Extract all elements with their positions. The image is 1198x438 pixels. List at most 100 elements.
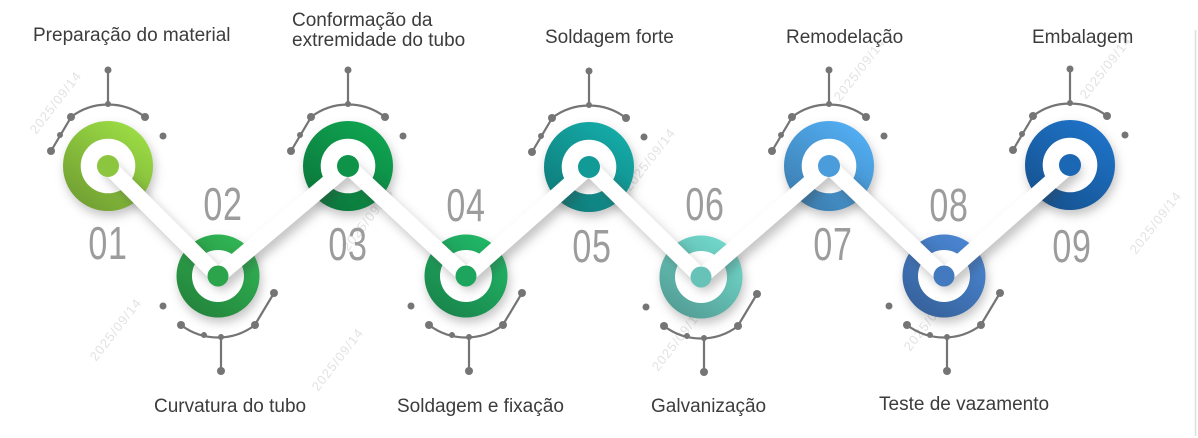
step-label-2: Curvatura do tubo bbox=[154, 396, 307, 417]
decoration-dot bbox=[141, 113, 149, 121]
step-decoration-8 bbox=[885, 289, 1004, 375]
decoration-dot bbox=[862, 113, 870, 121]
step-number-4: 04 bbox=[446, 179, 486, 231]
decoration-arc bbox=[662, 324, 740, 340]
decoration-dot bbox=[297, 132, 303, 138]
decoration-dot bbox=[159, 132, 167, 140]
decoration-dot bbox=[105, 101, 111, 107]
step-number-1: 01 bbox=[88, 217, 128, 269]
decoration-dot bbox=[944, 334, 950, 340]
decoration-dot bbox=[287, 147, 295, 155]
step-number-9: 09 bbox=[1052, 220, 1092, 272]
decoration-dot bbox=[345, 101, 351, 107]
decoration-dot bbox=[67, 113, 75, 121]
step-number-5: 05 bbox=[572, 220, 612, 272]
step-dot-5 bbox=[578, 156, 600, 178]
decoration-dot bbox=[622, 114, 630, 122]
decoration-dot bbox=[927, 332, 933, 338]
decoration-dot bbox=[449, 332, 455, 338]
step-dot-8 bbox=[933, 265, 955, 287]
step-number-3: 03 bbox=[328, 218, 368, 270]
decoration-dot bbox=[826, 101, 832, 107]
decoration-dot bbox=[518, 289, 526, 297]
step-label-6: Galvanização bbox=[651, 396, 767, 417]
decoration-line bbox=[980, 291, 1002, 325]
step-dot-7 bbox=[818, 155, 840, 177]
ring bbox=[659, 235, 743, 319]
decoration-dot bbox=[548, 114, 556, 122]
decoration-dot bbox=[344, 66, 352, 74]
decoration-dot bbox=[778, 132, 784, 138]
decoration-dot bbox=[381, 113, 389, 121]
step-decoration-2 bbox=[159, 289, 278, 375]
decoration-dot bbox=[640, 133, 648, 141]
step-number-8: 08 bbox=[929, 179, 969, 231]
decoration-dot bbox=[425, 321, 433, 329]
step-dot-3 bbox=[337, 155, 359, 177]
decoration-dot bbox=[251, 321, 259, 329]
decoration-dot bbox=[399, 132, 407, 140]
decoration-dot bbox=[753, 290, 761, 298]
decoration-dot bbox=[528, 148, 536, 156]
decoration-dot bbox=[585, 67, 593, 75]
decoration-dot bbox=[768, 147, 776, 155]
decoration-dot bbox=[885, 302, 893, 310]
decoration-dot bbox=[642, 303, 650, 311]
step-label-3: Conformação da extremidade do tubo bbox=[292, 10, 466, 51]
decoration-dot bbox=[880, 132, 888, 140]
decoration-dot bbox=[660, 322, 668, 330]
decoration-dot bbox=[538, 133, 544, 139]
step-dot-9 bbox=[1059, 154, 1081, 176]
step-decoration-3 bbox=[287, 66, 407, 155]
decoration-dot bbox=[996, 289, 1004, 297]
step-label-9: Embalagem bbox=[1032, 27, 1134, 48]
decoration-dot bbox=[903, 321, 911, 329]
step-decoration-6 bbox=[642, 290, 761, 376]
decoration-dot bbox=[586, 102, 592, 108]
ring bbox=[424, 234, 508, 318]
decoration-dot bbox=[218, 334, 224, 340]
decoration-line bbox=[737, 292, 759, 326]
decoration-dot bbox=[499, 321, 507, 329]
step-number-6: 06 bbox=[685, 178, 725, 230]
step-dot-6 bbox=[690, 266, 712, 288]
decoration-line bbox=[254, 291, 276, 325]
decoration-dot bbox=[825, 66, 833, 74]
decoration-dot bbox=[1067, 100, 1073, 106]
decoration-dot bbox=[1009, 146, 1017, 154]
step-decoration-7 bbox=[768, 66, 888, 155]
decoration-dot bbox=[104, 66, 112, 74]
step-label-8: Teste de vazamento bbox=[879, 394, 1050, 415]
decoration-dot bbox=[977, 321, 985, 329]
decoration-arc bbox=[179, 323, 257, 339]
step-decoration-1 bbox=[47, 66, 167, 155]
decoration-dot bbox=[701, 335, 707, 341]
decoration-dot bbox=[1121, 131, 1129, 139]
decoration-dot bbox=[700, 368, 708, 376]
decoration-dot bbox=[47, 147, 55, 155]
decoration-dot bbox=[217, 367, 225, 375]
ring bbox=[902, 234, 986, 318]
step-label-1: Preparação do material bbox=[33, 25, 231, 46]
decoration-dot bbox=[307, 113, 315, 121]
step-label-7: Remodelação bbox=[786, 27, 904, 48]
step-decoration-9 bbox=[1009, 65, 1129, 154]
decoration-dot bbox=[684, 333, 690, 339]
decoration-dot bbox=[466, 334, 472, 340]
ring bbox=[176, 234, 260, 318]
step-decoration-5 bbox=[528, 67, 648, 156]
step-number-2: 02 bbox=[203, 178, 243, 230]
decoration-dot bbox=[177, 321, 185, 329]
decoration-dot bbox=[734, 322, 742, 330]
ring bbox=[63, 121, 153, 211]
decoration-dot bbox=[788, 113, 796, 121]
step-dot-4 bbox=[455, 265, 477, 287]
decoration-dot bbox=[943, 367, 951, 375]
decoration-dot bbox=[1066, 65, 1074, 73]
decoration-dot bbox=[1103, 112, 1111, 120]
decoration-arc bbox=[427, 323, 505, 339]
decoration-dot bbox=[407, 302, 415, 310]
step-label-5: Soldagem forte bbox=[545, 27, 674, 48]
